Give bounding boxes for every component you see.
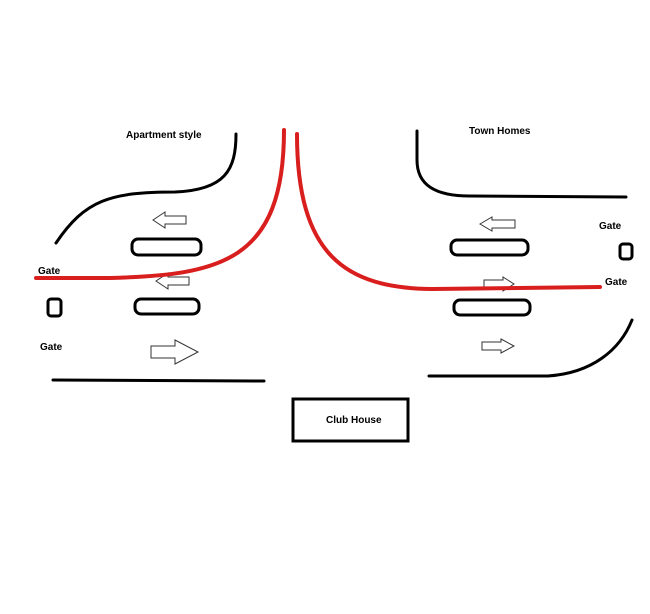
townhome-arrow-right-bottom-icon	[481, 338, 516, 354]
townhome-median-bottom	[452, 298, 532, 317]
apartment-road-edge-curve	[54, 132, 238, 245]
townhome-median-top	[449, 238, 530, 257]
right-gate-post	[618, 242, 634, 261]
red-route-apartment	[34, 128, 286, 280]
gate-label-left-top: Gate	[38, 266, 61, 277]
gate-label-left-bottom: Gate	[40, 342, 63, 353]
apartment-road-bottom-edge	[51, 378, 266, 383]
apartment-style-label: Apartment style	[126, 130, 202, 141]
apartment-arrow-left-top-icon	[152, 211, 187, 229]
red-route-townhome	[295, 132, 602, 292]
townhome-road-bottom-edge	[427, 318, 634, 378]
gate-label-right-bottom: Gate	[605, 277, 628, 288]
town-homes-label: Town Homes	[469, 126, 531, 137]
gate-label-right-top: Gate	[599, 221, 622, 232]
townhome-arrow-left-top-icon	[479, 216, 516, 232]
townhome-road-edge-curve	[415, 129, 628, 199]
apartment-arrow-right-icon	[150, 339, 200, 365]
apartment-median-top	[130, 237, 203, 257]
left-gate-post	[46, 297, 63, 318]
club-house-label: Club House	[326, 415, 382, 426]
apartment-median-bottom	[133, 297, 201, 316]
club-house-box	[291, 397, 410, 443]
